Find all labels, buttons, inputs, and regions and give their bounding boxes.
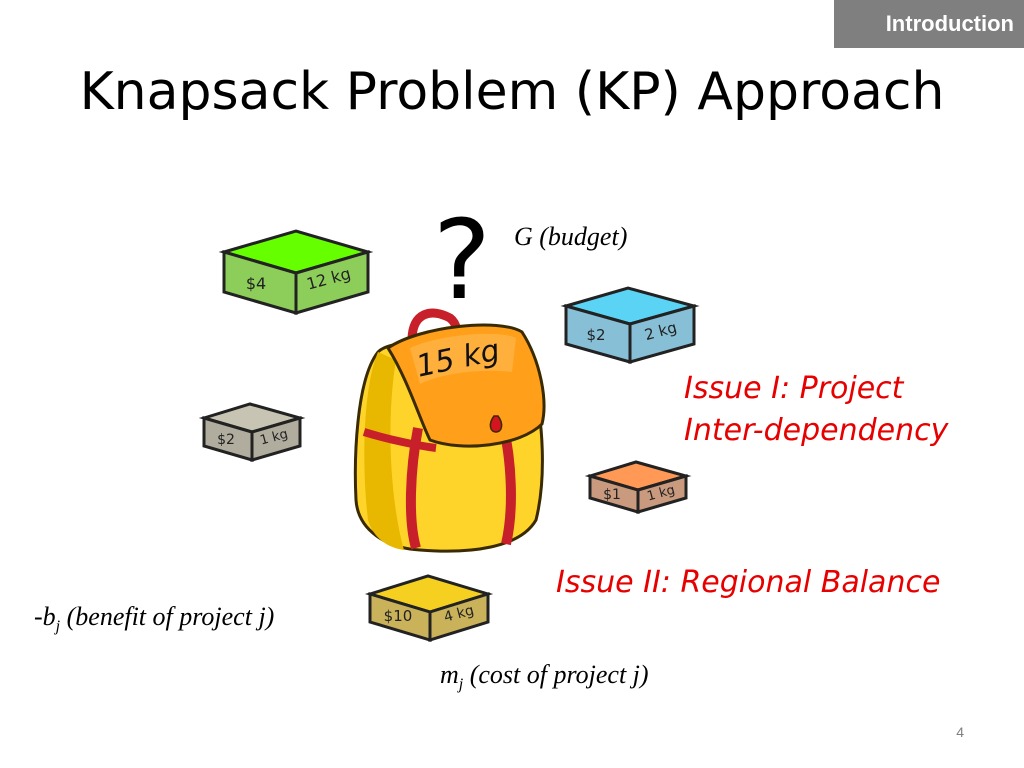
issue-2: Issue II: Regional Balance xyxy=(556,565,941,600)
cost-subscript: j xyxy=(458,676,464,694)
box-yellow-weight: 4 kg xyxy=(442,602,475,625)
slide-title: Knapsack Problem (KP) Approach xyxy=(79,62,945,122)
box-blue: $2 2 kg xyxy=(560,286,700,364)
section-tag: Introduction xyxy=(834,0,1024,48)
backpack-icon: 15 kg xyxy=(353,308,546,553)
box-orange-weight: 1 kg xyxy=(646,483,677,505)
issue-1-line-2: Inter-dependency xyxy=(684,413,949,448)
budget-label: G (budget) xyxy=(514,222,628,251)
cost-label: mj (cost of project j) xyxy=(440,660,649,694)
benefit-text: (benefit of project j) xyxy=(60,602,275,631)
page-number: 4 xyxy=(956,724,964,740)
box-green-price: $4 xyxy=(246,274,266,293)
box-blue-price: $2 xyxy=(586,326,605,344)
issue-1-line-1: Issue I: Project xyxy=(684,371,904,406)
issue-1: Issue I: Project Inter-dependency xyxy=(684,368,948,452)
box-yellow: $10 4 kg xyxy=(364,574,494,643)
box-gray-price: $2 xyxy=(217,432,235,448)
box-green: $4 12 kg xyxy=(218,229,374,315)
box-orange-price: $1 xyxy=(603,487,621,503)
box-yellow-price: $10 xyxy=(384,607,413,625)
benefit-prefix: -b xyxy=(34,602,56,631)
box-orange: $1 1 kg xyxy=(584,460,692,514)
box-gray-weight: 1 kg xyxy=(259,427,290,449)
benefit-subscript: j xyxy=(55,618,61,636)
box-gray: $2 1 kg xyxy=(198,402,306,462)
benefit-label: -bj (benefit of project j) xyxy=(34,602,274,636)
cost-text: (cost of project j) xyxy=(463,660,649,689)
question-mark: ? xyxy=(433,196,491,324)
cost-prefix: m xyxy=(440,660,459,689)
